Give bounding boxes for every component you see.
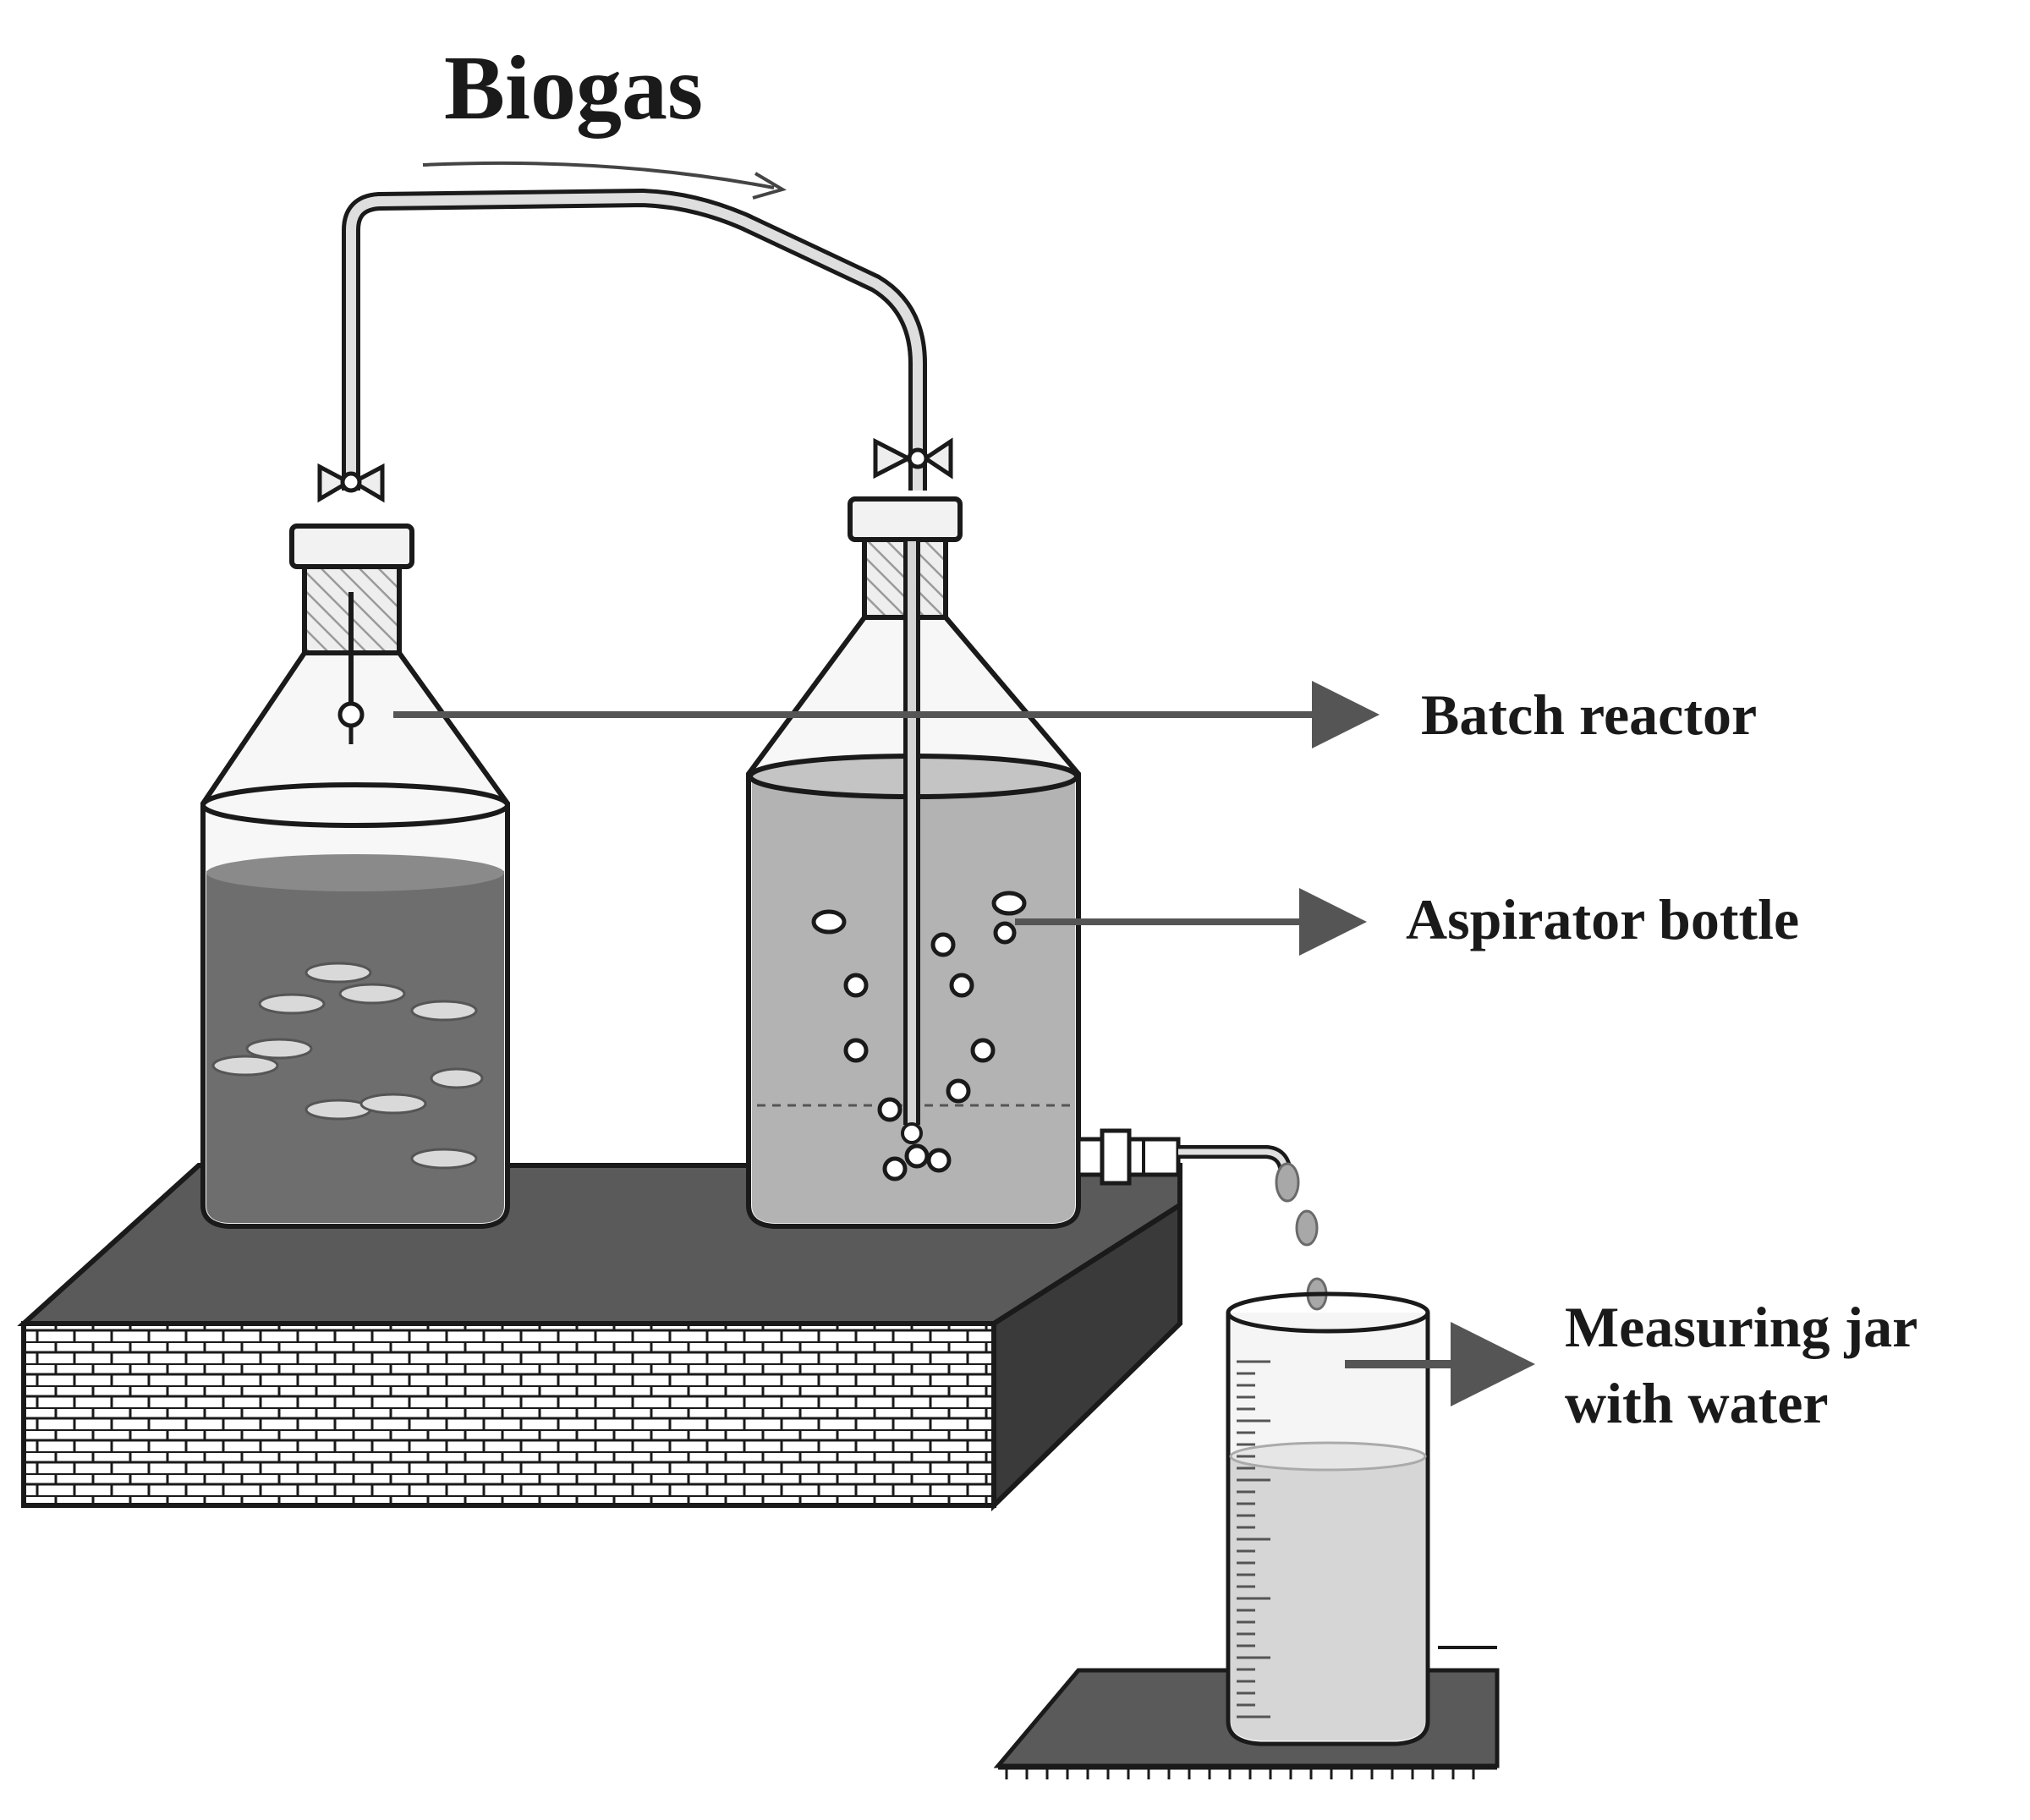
aspirator-bottle-label: Aspirator bottle	[1406, 887, 1799, 951]
left-liquid-surface	[206, 854, 504, 891]
jar-water	[1231, 1449, 1425, 1741]
diagram-title: Biogas	[444, 38, 703, 139]
aspirator-bottle	[746, 437, 1292, 1229]
left-cap	[289, 524, 414, 569]
gas-tube	[342, 189, 927, 491]
platform-front	[21, 1321, 996, 1508]
right-tube-tip	[901, 1122, 923, 1144]
left-valve-icon	[317, 463, 385, 503]
measuring-jar-label-line2: with water	[1565, 1371, 1829, 1435]
jar-graduations	[1237, 1360, 1270, 1719]
flow-arrow-head	[752, 172, 787, 200]
flow-arrow	[422, 161, 775, 189]
batch-reactor-label: Batch reactor	[1421, 682, 1757, 747]
gas-tube-inner	[346, 193, 923, 491]
right-valve-icon	[873, 437, 953, 480]
left-tube-tip	[337, 701, 365, 728]
measuring-jar	[1226, 1291, 1430, 1746]
table-edge-ticks	[1005, 1768, 1475, 1779]
jar-water-surface	[1229, 1441, 1427, 1472]
left-liquid	[206, 863, 504, 1223]
measuring-jar-label-line1: Measuring jar	[1565, 1295, 1918, 1359]
batch-reactor	[200, 463, 510, 1229]
jar-rim	[1226, 1291, 1430, 1334]
gas-bubbles	[811, 891, 1027, 1181]
left-rim	[200, 782, 510, 828]
substrate-particles	[211, 962, 484, 1170]
right-cap	[848, 496, 963, 542]
